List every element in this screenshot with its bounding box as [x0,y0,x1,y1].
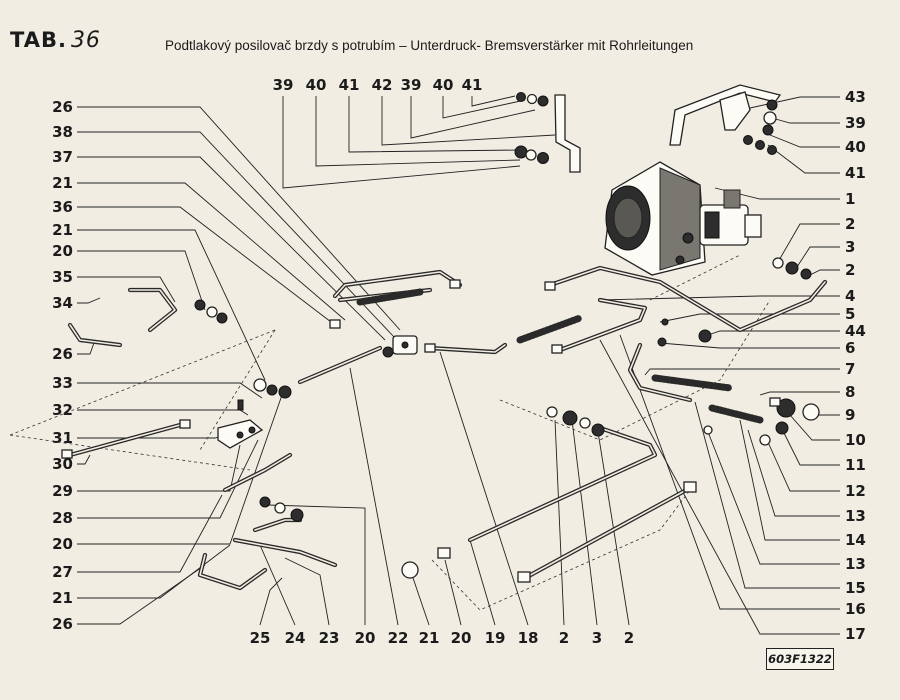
callout-21: 21 [52,174,73,192]
distributor-blocks [217,335,418,449]
callout-41: 41 [462,76,483,94]
callout-21: 21 [52,221,73,239]
callout-11: 11 [845,456,866,474]
callout-21: 21 [419,629,440,647]
callout-7: 7 [845,360,855,378]
callout-30: 30 [52,455,73,473]
callout-3: 3 [845,238,855,256]
callout-20: 20 [451,629,472,647]
tab-label: TAB. [10,28,67,52]
callout-28: 28 [52,509,73,527]
callout-6: 6 [845,339,855,357]
callout-26: 26 [52,345,73,363]
callout-33: 33 [52,374,73,392]
callout-2: 2 [624,629,634,647]
assembly-dash-lines [9,254,771,611]
callout-31: 31 [52,429,73,447]
callout-20: 20 [52,242,73,260]
callout-26: 26 [52,615,73,633]
callout-19: 19 [485,629,506,647]
mounting-brackets [554,84,782,173]
diagram-caption: Podtlakový posilovač brzdy s potrubím – … [165,38,694,53]
callout-2: 2 [845,261,855,279]
callout-20: 20 [355,629,376,647]
callout-36: 36 [52,198,73,216]
washers-and-nuts [194,92,820,579]
callout-22: 22 [388,629,409,647]
callout-21: 21 [52,589,73,607]
callout-43: 43 [845,88,866,106]
tab-number: 36 [70,28,101,53]
callout-18: 18 [518,629,539,647]
callout-12: 12 [845,482,866,500]
callout-4: 4 [845,287,855,305]
callout-2: 2 [559,629,569,647]
callout-1: 1 [845,190,855,208]
callout-42: 42 [372,76,393,94]
leader-lines [77,95,840,635]
vacuum-brake-booster [604,161,762,276]
callout-15: 15 [845,579,866,597]
callout-9: 9 [845,406,855,424]
callout-10: 10 [845,431,866,449]
callout-39: 39 [845,114,866,132]
callout-39: 39 [401,76,422,94]
callout-41: 41 [339,76,360,94]
callout-labels: 39 40 41 42 39 40 41 26 38 37 21 36 21 2… [52,76,866,647]
callout-14: 14 [845,531,866,549]
callout-20: 20 [52,535,73,553]
table-number-title: TAB.36 [10,28,101,53]
callout-34: 34 [52,294,73,312]
callout-40: 40 [306,76,327,94]
callout-39: 39 [273,76,294,94]
callout-13: 13 [845,507,866,525]
callout-13: 13 [845,555,866,573]
callout-5: 5 [845,305,855,323]
callout-32: 32 [52,401,73,419]
callout-27: 27 [52,563,73,581]
pipe-fittings [61,279,781,583]
callout-44: 44 [845,322,866,340]
callout-38: 38 [52,123,73,141]
callout-3: 3 [592,629,602,647]
callout-37: 37 [52,148,73,166]
callout-41: 41 [845,164,866,182]
callout-8: 8 [845,383,855,401]
callout-17: 17 [845,625,866,643]
drawing-number-stamp: 603F1322 [766,648,834,670]
callout-24: 24 [285,629,306,647]
callout-23: 23 [319,629,340,647]
callout-26: 26 [52,98,73,116]
callout-2: 2 [845,215,855,233]
callout-40: 40 [845,138,866,156]
rubber-hoses [356,288,764,424]
callout-25: 25 [250,629,271,647]
callout-35: 35 [52,268,73,286]
callout-40: 40 [433,76,454,94]
callout-29: 29 [52,482,73,500]
callout-16: 16 [845,600,866,618]
